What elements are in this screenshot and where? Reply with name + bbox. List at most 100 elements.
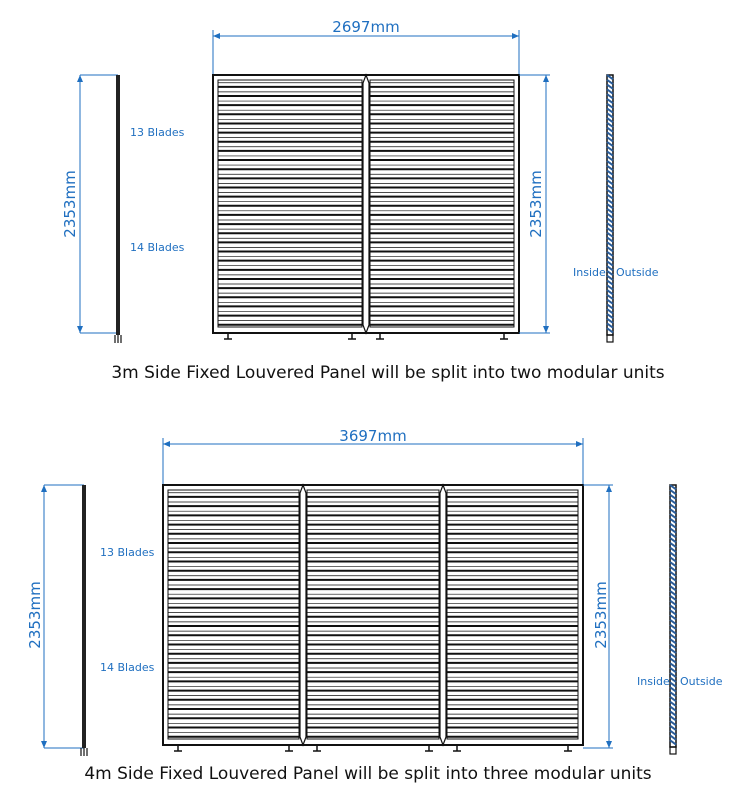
foot-bracket [285,745,293,752]
blade-section [669,647,677,654]
side-view-left [114,75,122,343]
blade-section [669,662,677,669]
blade-section [669,551,677,558]
blade-section [669,522,677,529]
side-view-section [606,74,614,343]
side-view-section [669,484,677,755]
right-height-dimension: 2353mm [519,74,550,334]
panel-front-view [162,483,584,752]
left-height-dimension: 2353mm [61,74,118,334]
blade-section [669,527,677,534]
blade-section [669,643,677,650]
blade-section [669,657,677,664]
blade-section [669,590,677,597]
blade-section [606,270,614,277]
blade-section [606,88,614,95]
blade-section [669,570,677,577]
blade-section [606,308,614,315]
modular-unit [369,79,515,340]
blade-section [606,293,614,300]
blade-section [606,78,614,85]
blade-section [669,614,677,621]
blade-section [606,322,614,329]
foot-bracket [500,333,508,340]
blade-section [606,265,614,272]
blade-section [606,198,614,205]
blade-section [606,279,614,286]
foot-bracket [564,745,572,752]
modular-unit [167,489,300,752]
blade-section [669,575,677,582]
foot-bracket [348,333,356,340]
blade-section [606,112,614,119]
unit-frame [167,489,300,740]
blade-section [606,250,614,257]
foot-bracket [453,745,461,752]
blade-section [669,508,677,515]
blade-section [606,231,614,238]
blade-section [606,317,614,324]
blade-section [669,566,677,572]
unit-frame [217,79,363,328]
blade-section [606,98,614,105]
unit-frame [369,79,515,328]
blade-section [669,484,677,491]
modular-unit [306,489,440,752]
upper-blades-label: 13 Blades [100,546,155,559]
width-label: 3697mm [339,427,406,445]
blade-section [669,580,677,587]
blade-section [606,227,614,234]
blade-section [606,93,614,100]
blade-section [669,517,677,524]
blade-section [669,556,677,563]
blade-section [606,179,614,186]
caption: 4m Side Fixed Louvered Panel will be spl… [84,764,651,784]
blade-section [669,537,677,544]
outer-frame [162,484,584,746]
blade-section [669,720,677,727]
blade-section [669,513,677,520]
blade-section [606,207,614,214]
blade-section [669,561,677,568]
blade-section [669,715,677,722]
blade-section [669,681,677,688]
foot-bracket [174,745,182,752]
blade-section [669,609,677,616]
blade-section [669,503,677,510]
blade-section [669,691,677,698]
blade-section [669,700,677,707]
modular-unit [217,79,363,340]
blade-section [606,184,614,191]
right-height-dimension: 2353mm [583,484,613,749]
blade-section [606,126,614,133]
outside-label: Outside [680,675,723,688]
blade-section [606,102,614,109]
drawing-3m: 2697mm 2353mm 13 Blades 14 Blades 2353mm… [61,18,665,383]
blade-section [606,155,614,162]
lower-blades-label: 14 Blades [130,241,185,254]
blade-section [669,734,677,741]
side-view-left [80,485,88,756]
blade-section [606,131,614,138]
foot-bracket [425,745,433,752]
blade-section [669,623,677,630]
blade-section [606,141,614,148]
caption: 3m Side Fixed Louvered Panel will be spl… [111,363,664,383]
blade-section [606,313,614,320]
unit-frame [446,489,579,740]
blade-section [606,121,614,128]
blade-section [669,739,677,746]
blade-section [669,652,677,659]
width-label: 2697mm [332,18,399,36]
height-label-left: 2353mm [26,581,44,648]
blade-section [669,619,677,625]
blade-section [669,638,677,645]
blade-section [606,236,614,243]
blade-section [606,188,614,195]
blade-section [669,710,677,717]
blade-section [669,729,677,736]
blade-section [669,724,677,731]
blade-section [669,696,677,702]
mullion-post [439,483,447,747]
inside-label: Inside [573,266,606,279]
